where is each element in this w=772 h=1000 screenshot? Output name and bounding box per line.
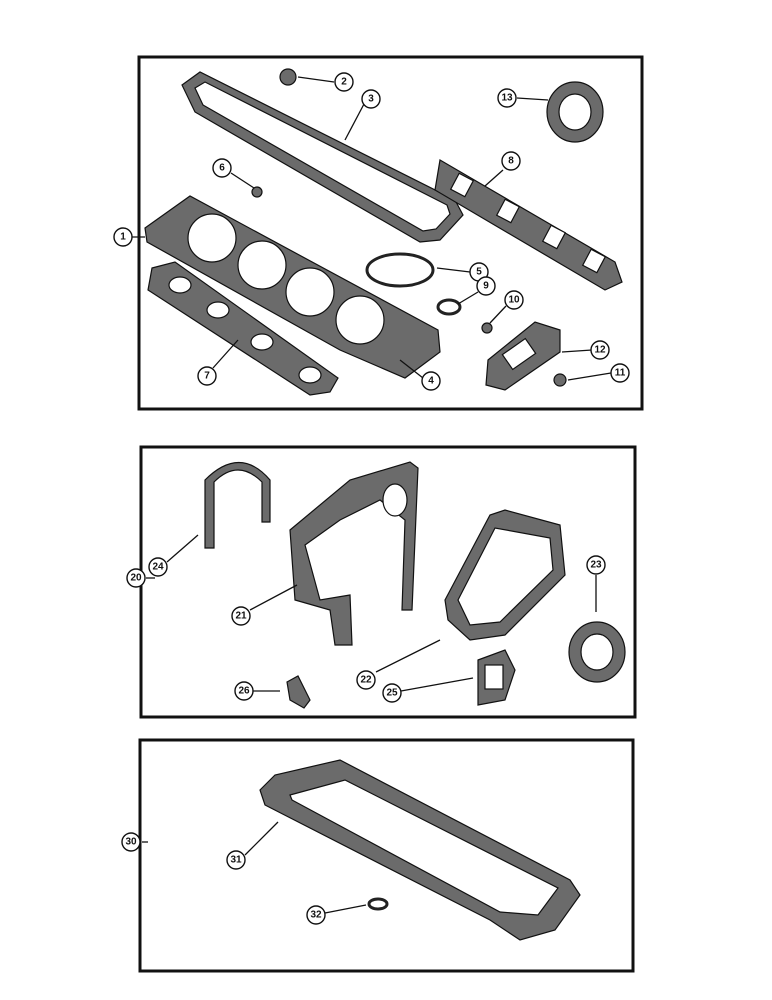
svg-text:10: 10	[508, 295, 520, 306]
callout-10: 10	[504, 290, 524, 310]
callout-13: 13	[497, 88, 517, 108]
svg-text:2: 2	[341, 77, 347, 88]
svg-text:1: 1	[120, 232, 126, 243]
small-plate-gasket	[286, 675, 311, 709]
svg-text:23: 23	[590, 560, 602, 571]
callout-1: 1	[113, 227, 133, 247]
panel-oil-pan-gasket-set	[138, 738, 635, 973]
seal-ring-32	[367, 897, 389, 911]
svg-text:26: 26	[238, 686, 250, 697]
callout-32: 32	[306, 905, 326, 925]
round-gasket-23	[568, 621, 626, 683]
svg-text:3: 3	[368, 94, 374, 105]
svg-text:11: 11	[615, 368, 626, 379]
callout-20: 20	[126, 568, 146, 588]
callout-12: 12	[590, 340, 610, 360]
svg-text:24: 24	[152, 562, 164, 573]
washer-11	[553, 373, 567, 387]
callout-6: 6	[212, 158, 232, 178]
cover-plate-gasket	[477, 649, 516, 706]
svg-text:8: 8	[508, 156, 514, 167]
oil-pan-gasket	[259, 759, 581, 941]
rear-seal-gasket	[204, 461, 271, 549]
cylinder-head-gasket	[144, 195, 441, 379]
svg-text:25: 25	[386, 688, 398, 699]
svg-text:13: 13	[501, 93, 513, 104]
svg-text:4: 4	[428, 376, 434, 387]
svg-text:20: 20	[130, 573, 142, 584]
svg-text:5: 5	[476, 267, 482, 278]
panel-timing-gasket-set	[139, 445, 637, 719]
round-gasket-13	[546, 81, 604, 143]
callout-7: 7	[197, 366, 217, 386]
rubber-plug	[279, 68, 297, 86]
callout-4: 4	[421, 371, 441, 391]
callout-11: 11	[610, 363, 630, 383]
svg-text:22: 22	[360, 675, 372, 686]
callout-23: 23	[586, 555, 606, 575]
small-washer-6	[251, 186, 263, 198]
o-ring-5	[365, 252, 435, 288]
small-washer-10	[481, 322, 493, 334]
callout-9: 9	[476, 276, 496, 296]
callout-8: 8	[501, 151, 521, 171]
svg-text:7: 7	[204, 371, 210, 382]
callouts: 1 2 3 4 5 6 7 8 9 10 11 12 13 20 21 22 2…	[113, 72, 630, 925]
svg-text:21: 21	[235, 611, 247, 622]
water-pump-gasket	[444, 509, 566, 641]
callout-2: 2	[334, 72, 354, 92]
panel-engine-gasket-set	[128, 55, 644, 411]
svg-text:6: 6	[219, 163, 225, 174]
callout-26: 26	[234, 681, 254, 701]
svg-text:12: 12	[594, 345, 606, 356]
thermostat-gasket	[485, 321, 561, 391]
callout-3: 3	[361, 89, 381, 109]
callout-21: 21	[231, 606, 251, 626]
callout-31: 31	[226, 850, 246, 870]
seal-ring-9	[436, 298, 462, 316]
callout-30: 30	[121, 832, 141, 852]
svg-text:32: 32	[310, 910, 322, 921]
callout-24: 24	[148, 557, 168, 577]
valve-cover-gasket	[181, 71, 464, 243]
svg-text:30: 30	[125, 837, 137, 848]
callout-22: 22	[356, 670, 376, 690]
callout-25: 25	[382, 683, 402, 703]
exhaust-manifold-gasket	[434, 159, 623, 291]
svg-text:9: 9	[483, 281, 489, 292]
timing-cover-gasket	[289, 461, 419, 646]
intake-manifold-gasket	[147, 261, 339, 396]
svg-text:31: 31	[230, 855, 242, 866]
